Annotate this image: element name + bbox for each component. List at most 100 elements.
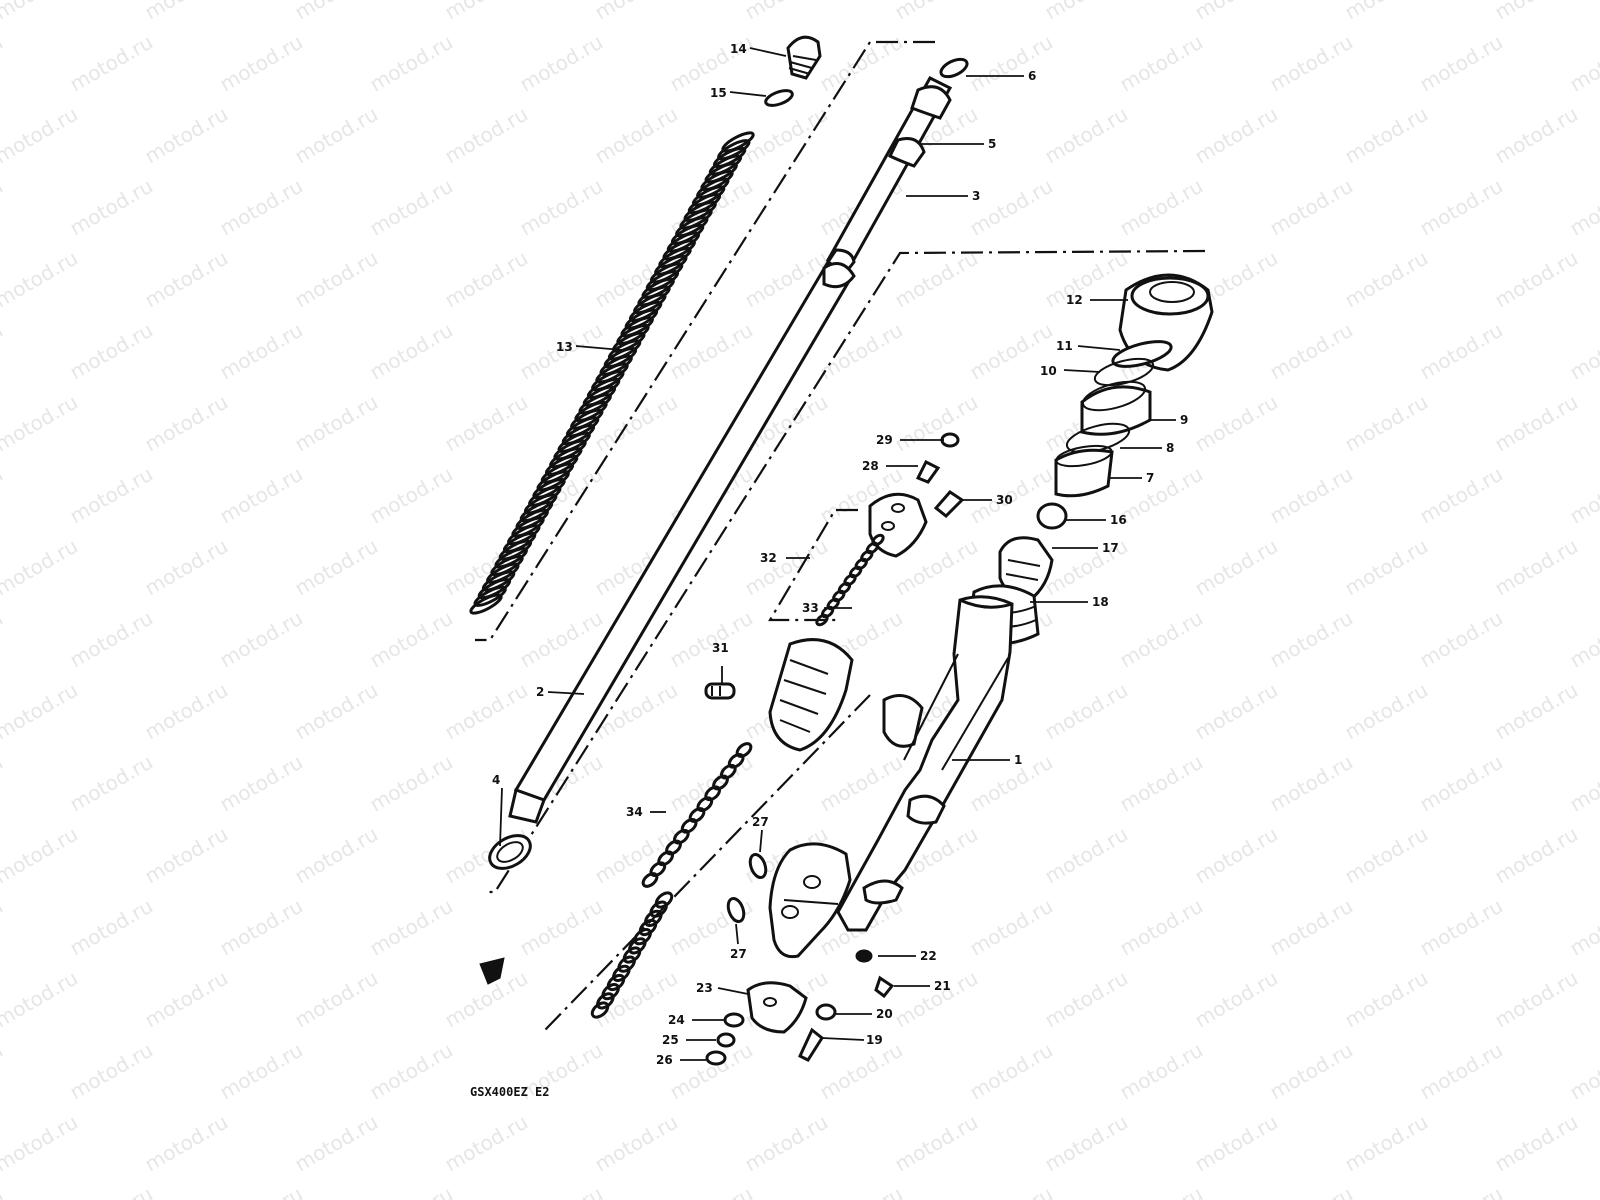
watermark-text: motod.ru [1116, 1038, 1207, 1105]
watermark-text: motod.ru [591, 0, 682, 24]
watermark-text: motod.ru [441, 390, 532, 457]
watermark-text: motod.ru [516, 894, 607, 961]
watermark-text: motod.ru [1491, 246, 1582, 313]
watermark-text: motod.ru [0, 534, 82, 601]
plug-29 [940, 432, 960, 448]
watermark-text: motod.ru [516, 30, 607, 97]
callout-3: 3 [972, 189, 980, 203]
watermark-text: motod.ru [966, 174, 1057, 241]
bush-7 [1054, 444, 1114, 498]
watermark-text: motod.ru [66, 318, 157, 385]
watermark-text: motod.ru [1416, 750, 1507, 817]
watermark-text: motod.ru [816, 750, 907, 817]
cap-23 [746, 981, 808, 1034]
watermark-text: motod.ru [1416, 1038, 1507, 1105]
watermark-text: motod.ru [366, 30, 457, 97]
watermark-text: motod.ru [366, 462, 457, 529]
watermark-text: motod.ru [891, 390, 982, 457]
watermark-text: motod.ru [1491, 534, 1582, 601]
watermark-text: motod.ru [1041, 678, 1132, 745]
inner-tube-2 [508, 259, 856, 824]
watermark-text: motod.ru [1191, 0, 1282, 24]
watermark-text: motod.ru [1491, 1110, 1582, 1177]
watermark-text: motod.ru [0, 894, 7, 961]
callout-32: 32 [760, 551, 777, 565]
callout-7: 7 [1146, 471, 1154, 485]
guide-bush-4 [488, 834, 532, 870]
callout-34: 34 [626, 805, 643, 819]
watermark-text: motod.ru [0, 966, 82, 1033]
watermark-text: motod.ru [1041, 966, 1132, 1033]
watermark-text: motod.ru [1116, 750, 1207, 817]
watermark-text: motod.ru [1341, 0, 1432, 24]
callout-30: 30 [996, 493, 1013, 507]
callout-4: 4 [492, 773, 500, 787]
cap-bolt-14 [786, 35, 822, 80]
watermark-text: motod.ru [966, 894, 1057, 961]
watermark-text: motod.ru [516, 1182, 607, 1200]
watermark-text: motod.ru [1416, 318, 1507, 385]
watermark-text: motod.ru [1191, 1110, 1282, 1177]
watermark-text: motod.ru [1566, 462, 1600, 529]
small-spring-coil [606, 973, 626, 992]
watermark-text: motod.ru [141, 534, 232, 601]
watermark-text: motod.ru [1266, 1182, 1357, 1200]
watermark-text: motod.ru [1491, 966, 1582, 1033]
watermark-text: motod.ru [1566, 1038, 1600, 1105]
watermark-text: motod.ru [366, 750, 457, 817]
watermark-text: motod.ru [441, 1110, 532, 1177]
callout-14: 14 [730, 42, 747, 56]
watermark-text: motod.ru [366, 894, 457, 961]
watermark-text: motod.ru [1416, 606, 1507, 673]
watermark-text: motod.ru [1116, 462, 1207, 529]
watermark-text: motod.ru [816, 1182, 907, 1200]
bolt-30 [933, 490, 965, 519]
watermark-text: motod.ru [591, 102, 682, 169]
watermark-text: motod.ru [141, 822, 232, 889]
watermark-text: motod.ru [591, 1110, 682, 1177]
watermark-text: motod.ru [1041, 822, 1132, 889]
watermark-text: motod.ru [1341, 966, 1432, 1033]
watermark-text: motod.ru [1491, 0, 1582, 24]
callout-8: 8 [1166, 441, 1174, 455]
callout-33: 33 [802, 601, 819, 615]
watermark-text: motod.ru [1266, 894, 1357, 961]
watermark-text: motod.ru [66, 750, 157, 817]
watermark-text: motod.ru [216, 894, 307, 961]
watermark-text: motod.ru [666, 1038, 757, 1105]
callout-19: 19 [866, 1033, 883, 1047]
watermark-text: motod.ru [141, 966, 232, 1033]
callout-10: 10 [1040, 364, 1057, 378]
small-spring-coil [617, 955, 636, 973]
bolt-26 [705, 1050, 727, 1066]
watermark-text: motod.ru [1041, 246, 1132, 313]
watermark-text: motod.ru [1266, 30, 1357, 97]
watermark-text: motod.ru [291, 678, 382, 745]
watermark-text: motod.ru [66, 1182, 157, 1200]
watermark-text: motod.ru [66, 462, 157, 529]
watermark-text: motod.ru [1191, 534, 1282, 601]
callout-27-lower: 27 [730, 947, 747, 961]
bolt-28 [915, 459, 941, 484]
watermark-text: motod.ru [0, 750, 7, 817]
watermark-text: motod.ru [1116, 30, 1207, 97]
watermark-text: motod.ru [516, 174, 607, 241]
watermark-text: motod.ru [216, 606, 307, 673]
watermark-text: motod.ru [291, 102, 382, 169]
watermark-text: motod.ru [891, 966, 982, 1033]
watermark-text: motod.ru [291, 966, 382, 1033]
watermark-text: motod.ru [1566, 606, 1600, 673]
watermark-text: motod.ru [1416, 174, 1507, 241]
watermark-text: motod.ru [1566, 1182, 1600, 1200]
watermark-text: motod.ru [1341, 1110, 1432, 1177]
small-spring-coil [649, 900, 668, 918]
callout-23: 23 [696, 981, 713, 995]
watermark-text: motod.ru [0, 678, 82, 745]
callout-31: 31 [712, 641, 729, 655]
watermark-text: motod.ru [1191, 822, 1282, 889]
callout-25: 25 [662, 1033, 679, 1047]
watermark-text: motod.ru [66, 606, 157, 673]
bolt-31 [704, 682, 736, 700]
